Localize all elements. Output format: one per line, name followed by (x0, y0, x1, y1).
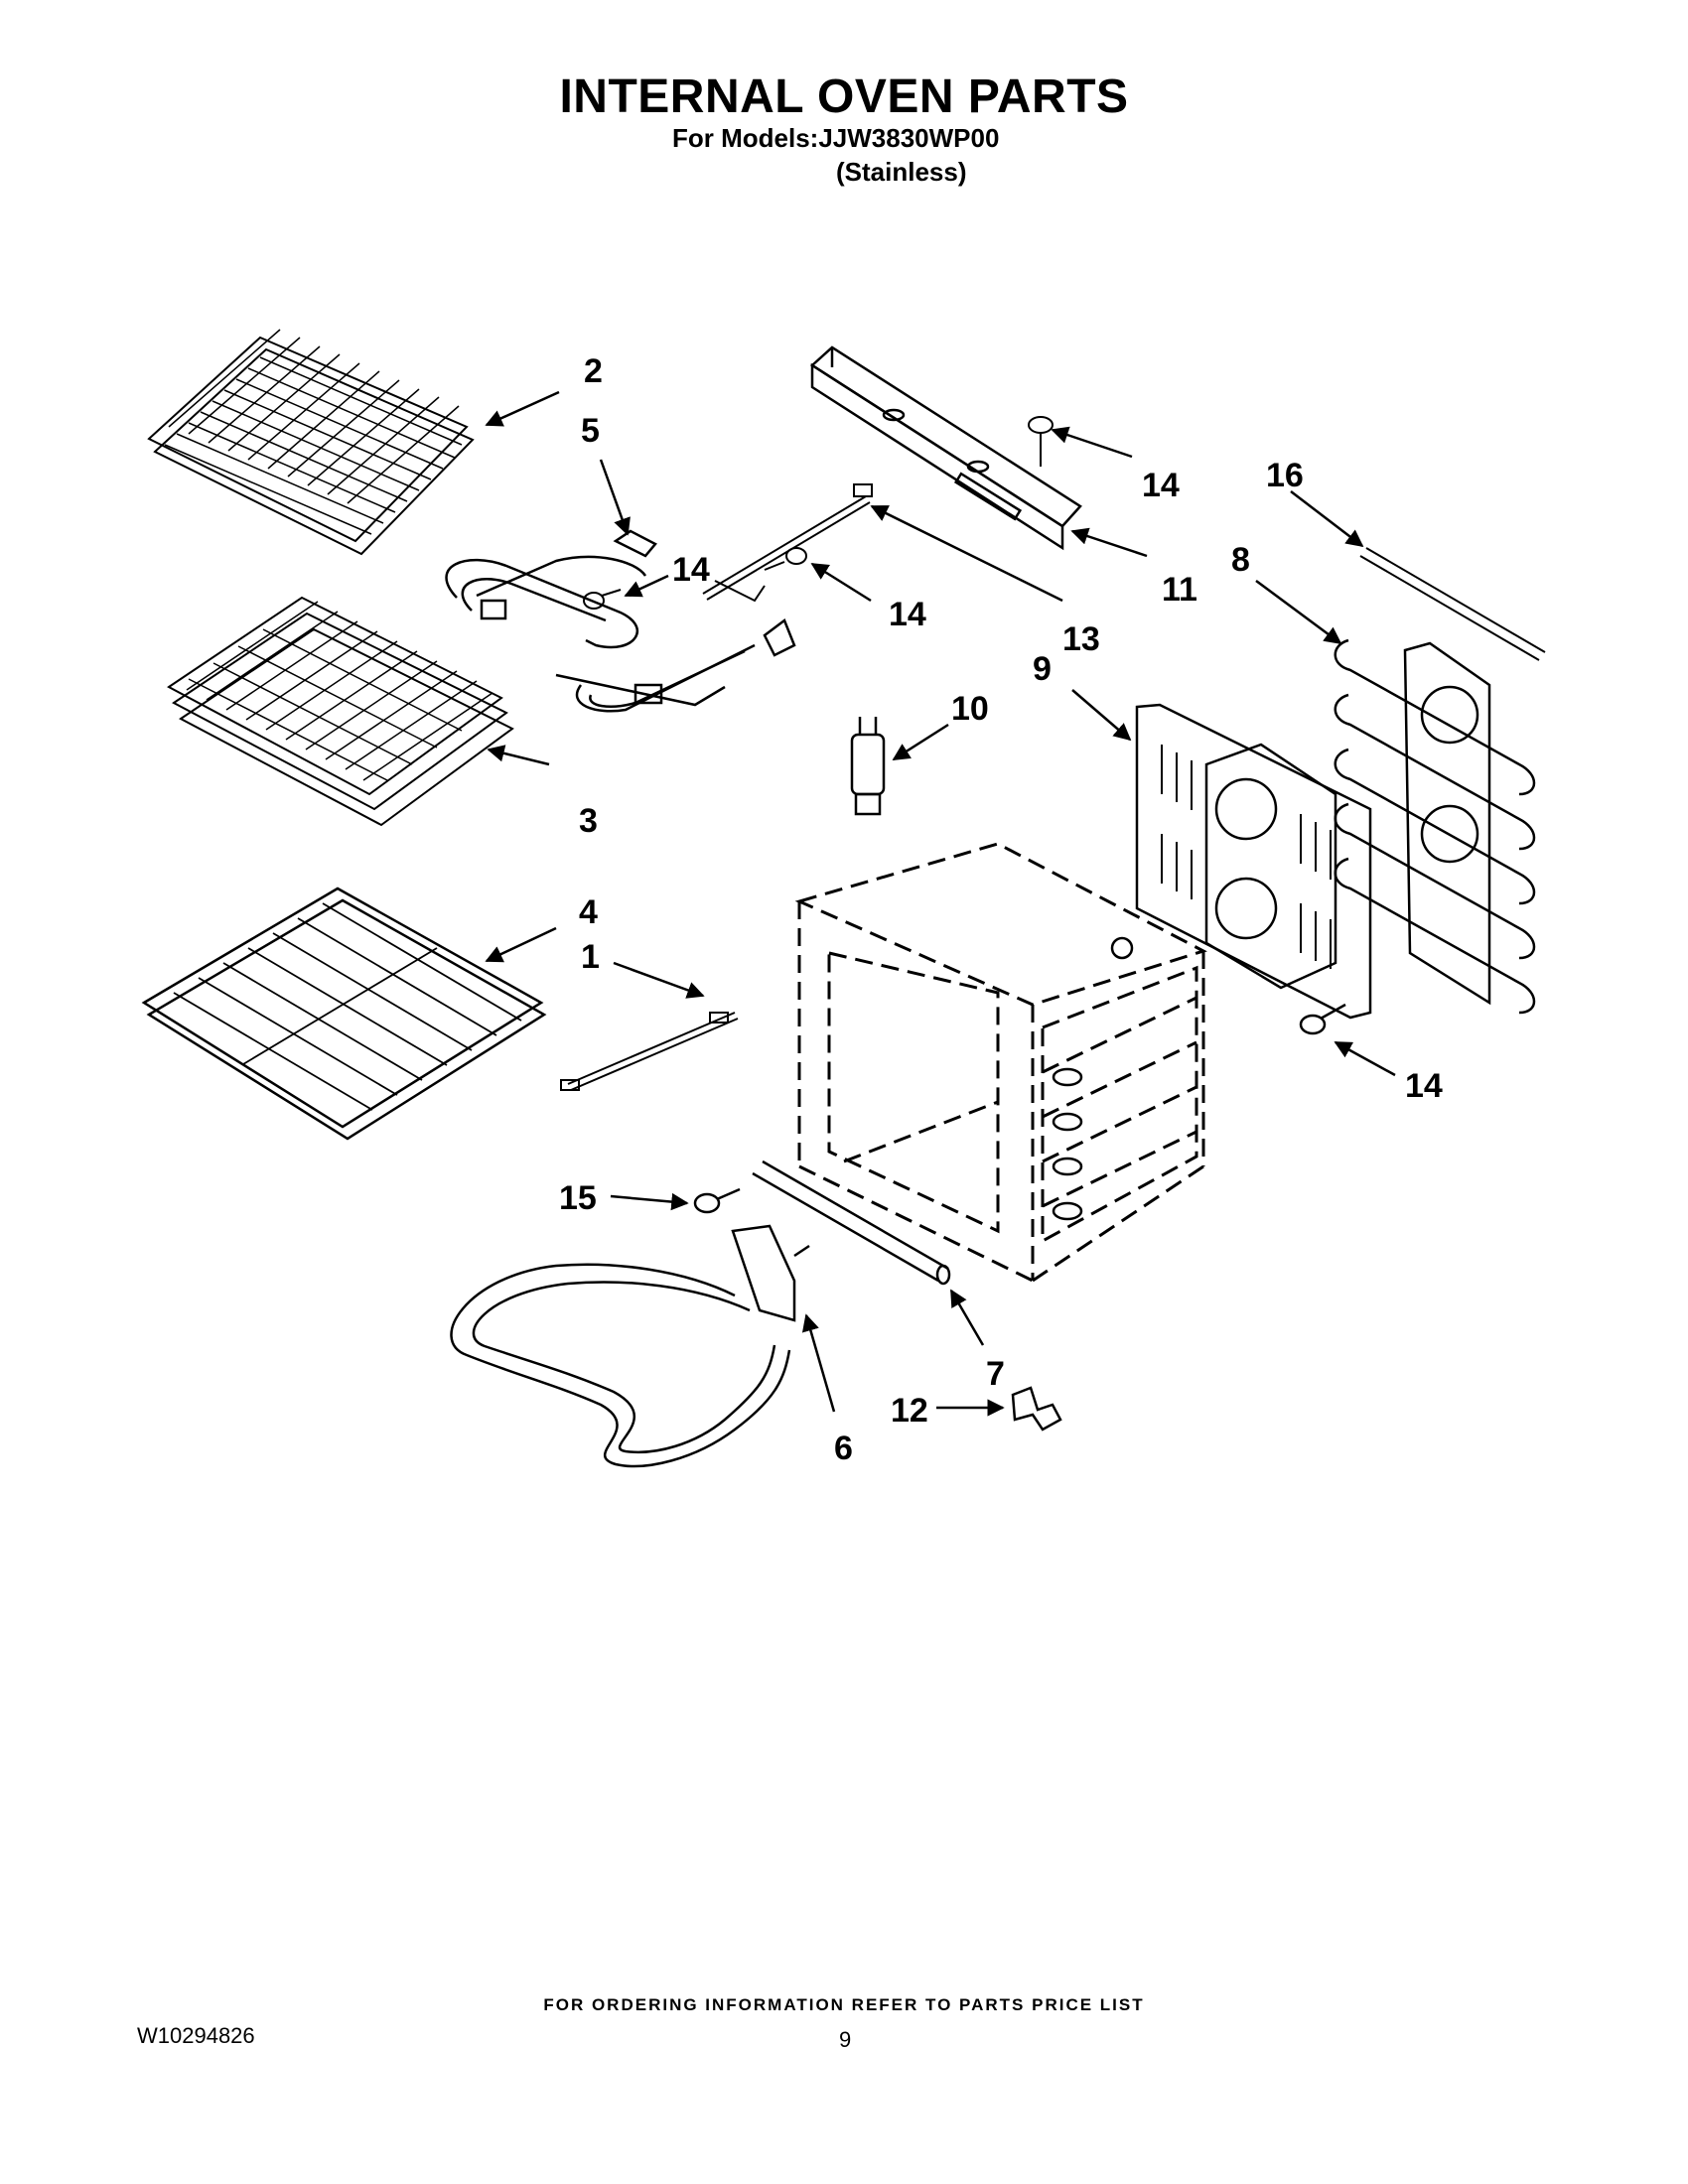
callout-12: 12 (891, 1392, 928, 1430)
part-4-flat-rack (141, 887, 547, 1141)
part-14-screw-c (1028, 416, 1054, 467)
part-16-rod (1359, 547, 1546, 661)
page-title: INTERNAL OVEN PARTS (559, 70, 1129, 123)
callout-14-b: 14 (889, 596, 926, 633)
part-8-convection-element (1334, 638, 1536, 1015)
callout-16: 16 (1266, 457, 1304, 494)
finish-line: (Stainless) (836, 157, 967, 187)
part-5-broil-element (445, 529, 796, 713)
callout-14-d: 14 (1405, 1067, 1443, 1105)
part-12-clip (1011, 1386, 1062, 1432)
document-number: W10294826 (137, 2023, 255, 2048)
callout-7: 7 (986, 1355, 1005, 1393)
part-9-fan-cover (1135, 703, 1372, 1020)
leader-arrows (485, 390, 1396, 1417)
part-14-screw-a (583, 589, 622, 610)
part-15-screw (693, 1187, 741, 1214)
model-info: For Models:JJW3830WP00 (Stainless) (672, 121, 999, 189)
callout-9: 9 (1033, 650, 1052, 688)
part-1-temperature-sensor (560, 1012, 739, 1091)
page-number: 9 (839, 2027, 852, 2052)
oven-cavity-rack-supports (1052, 936, 1134, 1221)
part-11-bracket (809, 345, 1082, 551)
models-line: For Models:JJW3830WP00 (672, 123, 1000, 153)
part-13-sensor (702, 483, 873, 603)
oven-cavity (794, 842, 1207, 1283)
callout-2: 2 (584, 352, 603, 390)
callout-10: 10 (951, 690, 989, 728)
callout-14-c: 14 (1142, 467, 1180, 504)
callout-3: 3 (579, 802, 598, 840)
callout-4: 4 (579, 893, 598, 931)
callout-labels: 2 5 14 14 16 8 11 14 13 9 10 3 4 1 14 15… (559, 352, 1443, 1467)
part-7-tube (752, 1160, 951, 1286)
callout-15: 15 (559, 1179, 597, 1217)
part-14-screw-d (1299, 1003, 1346, 1035)
part-3-oven-rack (167, 596, 514, 827)
callout-8: 8 (1231, 541, 1250, 579)
part-2-oven-rack (147, 329, 475, 556)
callout-13: 13 (1062, 620, 1100, 658)
part-6-bake-element (450, 1224, 810, 1468)
callout-11: 11 (1162, 571, 1197, 609)
part-14-screw-b (764, 547, 807, 571)
callout-14-a: 14 (672, 551, 710, 589)
ordering-note: FOR ORDERING INFORMATION REFER TO PARTS … (543, 1995, 1145, 2014)
part-10-switch (850, 717, 886, 816)
callout-5: 5 (581, 412, 600, 450)
callout-1: 1 (581, 938, 600, 976)
callout-6: 6 (834, 1430, 853, 1467)
